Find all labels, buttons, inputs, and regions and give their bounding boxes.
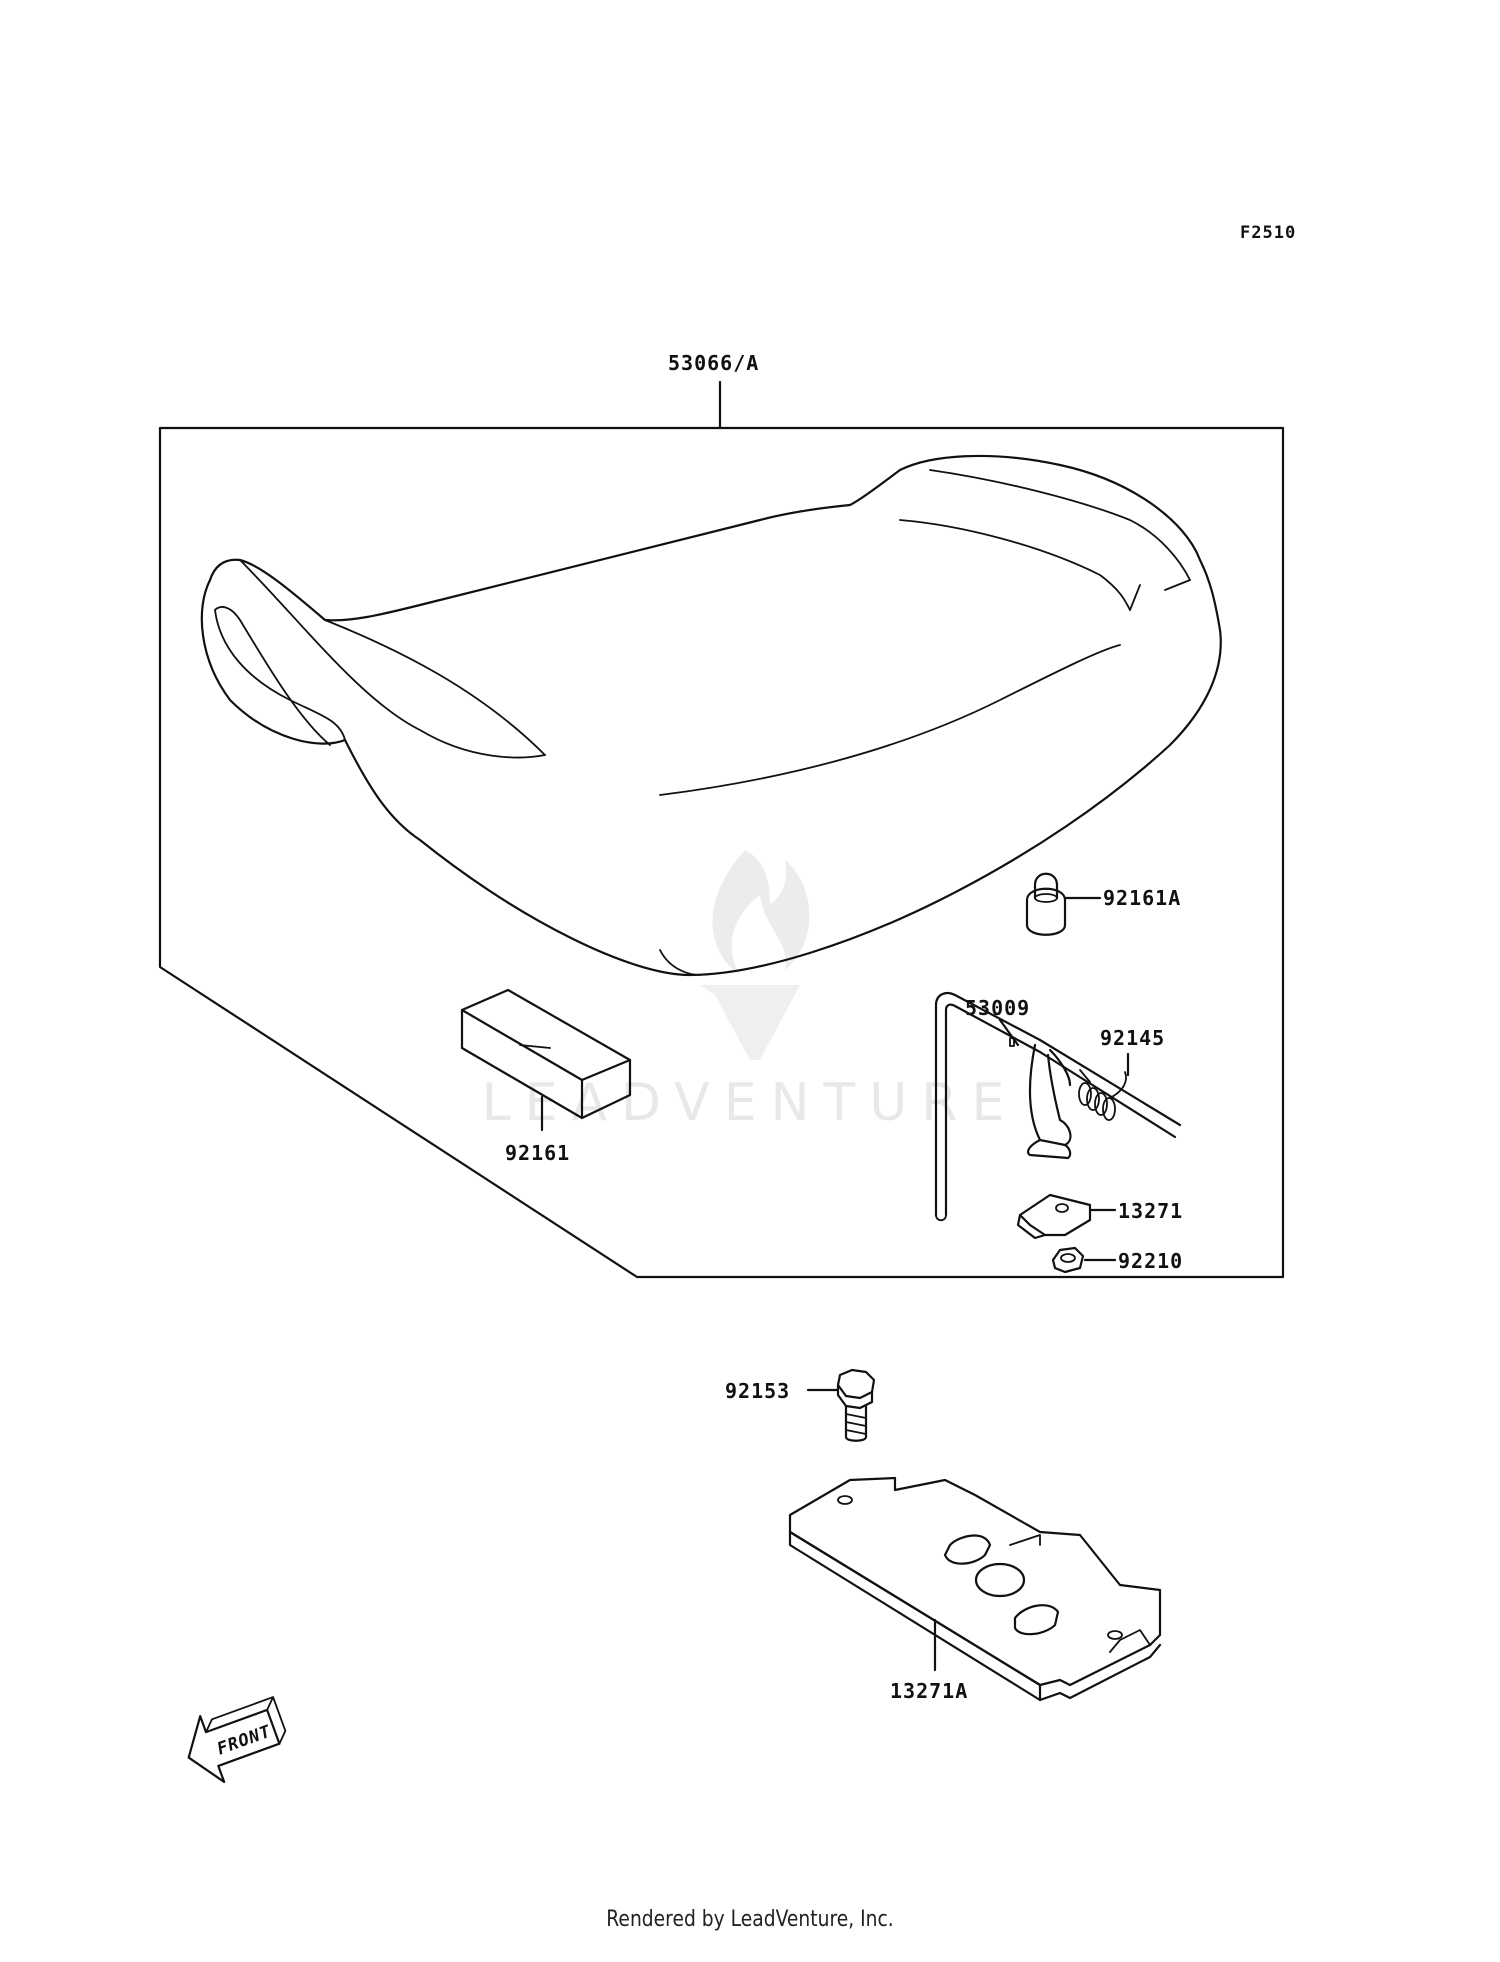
- label-92161a: 92161A: [1103, 886, 1181, 910]
- front-marker-label: FRONT: [214, 1722, 274, 1760]
- damper-92161-part: [460, 988, 632, 1120]
- hook-53009-part: [934, 991, 1182, 1222]
- label-53066-a: 53066/A: [668, 351, 759, 375]
- label-92153: 92153: [725, 1379, 790, 1403]
- label-92145: 92145: [1100, 1026, 1165, 1050]
- seat-drawing: [200, 454, 1222, 977]
- assembly-box: [158, 426, 1285, 1279]
- bolt-92153-part: [836, 1368, 876, 1442]
- leadventure-watermark: LEADVENTURE: [482, 850, 1019, 1133]
- nut-92210-part: [1051, 1246, 1085, 1274]
- label-53009: 53009: [965, 996, 1030, 1020]
- spring-92145-part: [1078, 1069, 1127, 1121]
- flame-logo-icon: [700, 850, 810, 1060]
- watermark-text: LEADVENTURE: [482, 1073, 1019, 1133]
- stopper-92161a-part: [1025, 872, 1067, 936]
- label-13271a: 13271A: [890, 1679, 968, 1703]
- rendered-by-footer: Rendered by LeadVenture, Inc.: [606, 1907, 894, 1932]
- leader-53009: [998, 1018, 1020, 1047]
- figure-code: F2510: [1240, 223, 1296, 243]
- label-92210: 92210: [1118, 1249, 1183, 1273]
- label-13271: 13271: [1118, 1199, 1183, 1223]
- base-plate-13271a-part: [788, 1476, 1162, 1702]
- label-92161: 92161: [505, 1141, 570, 1165]
- front-arrow-icon: FRONT: [187, 1696, 287, 1784]
- bracket-13271-part: [1016, 1193, 1092, 1240]
